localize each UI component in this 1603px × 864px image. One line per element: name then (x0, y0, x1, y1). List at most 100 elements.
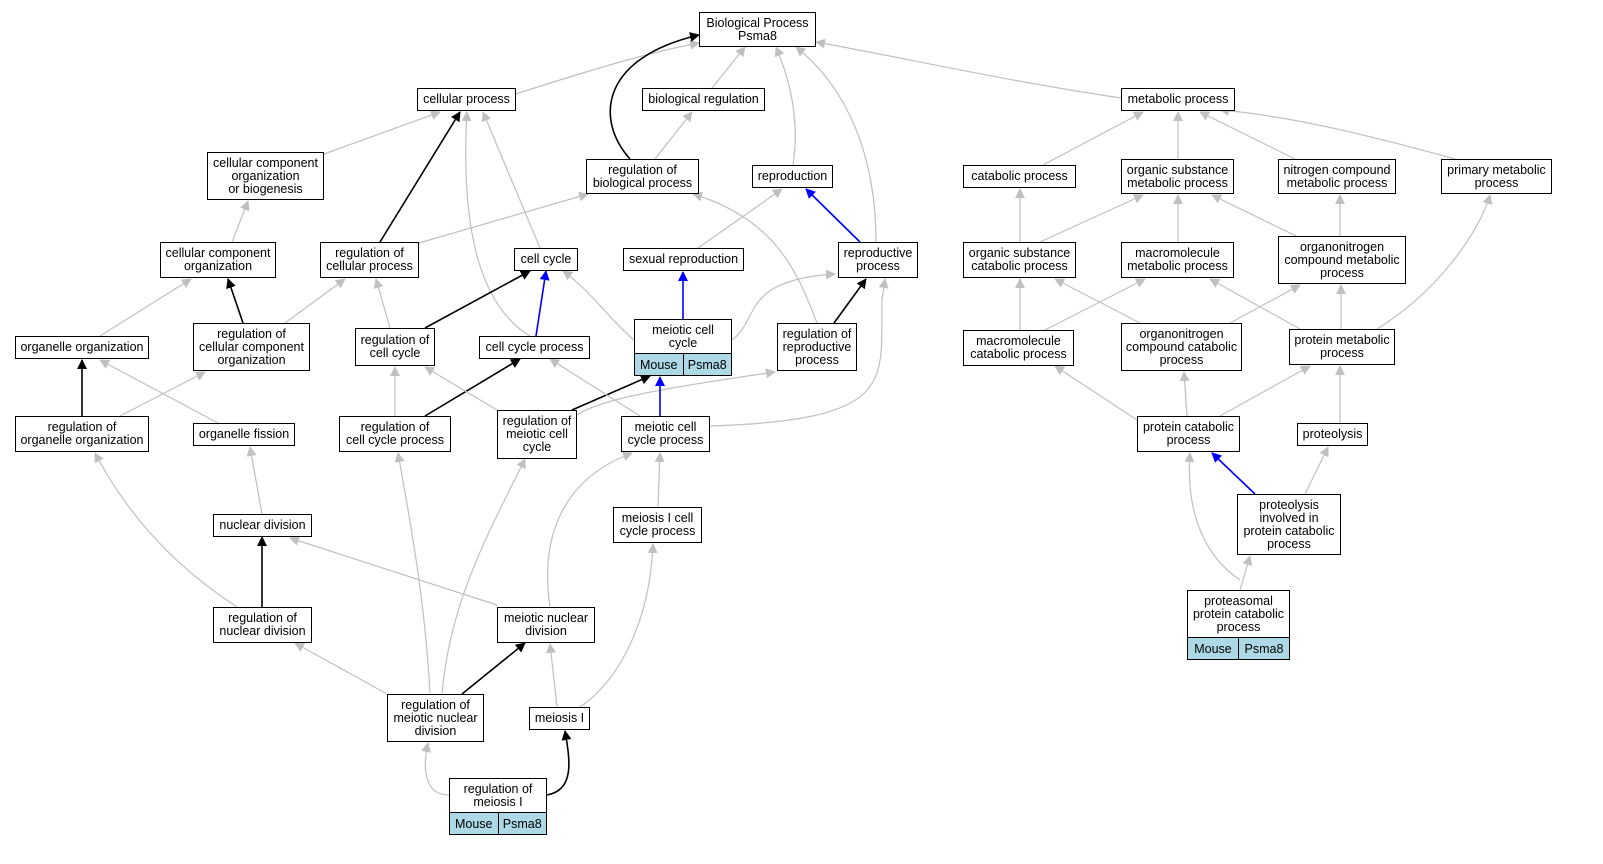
edge-onccp-to-oncmp (1229, 284, 1301, 324)
node-cell-cycle-process[interactable]: cell cycle process (479, 336, 590, 359)
node-protein-catabolic-process[interactable]: protein catabolic process (1137, 416, 1240, 452)
node-cell-cycle[interactable]: cell cycle (514, 248, 578, 271)
edge-metabolic-process-to-bp (815, 38, 1122, 99)
edge-cell-cycle-process-to-cell-cycle (535, 270, 550, 337)
node-reproductive-process[interactable]: reproductive process (838, 242, 918, 278)
edge-mccp-to-reproductive-process (709, 278, 889, 427)
edge-regulation-of-cellular-process-to-cellular-process (379, 111, 461, 243)
node-primary-metabolic-process[interactable]: primary metabolic process (1441, 159, 1552, 194)
node-label: meiosis I cell cycle process (619, 511, 696, 538)
edge-reg-cc-to-regulation-of-cellular-process (373, 278, 391, 329)
node-label: meiosis I (534, 711, 585, 725)
node-cellular-process[interactable]: cellular process (417, 88, 516, 111)
node-label: biological regulation (648, 92, 759, 106)
node-catabolic-process[interactable]: catabolic process (963, 165, 1076, 188)
node-meiosis-i[interactable]: meiosis I (529, 707, 590, 730)
node-proteolysis[interactable]: proteolysis (1297, 423, 1368, 446)
node-label: proteolysis involved in protein cataboli… (1243, 497, 1335, 551)
node-regulation-of-reproductive-process[interactable]: regulation of reproductive process (777, 323, 857, 371)
node-regulation-of-meiotic-cell-cycle[interactable]: regulation of meiotic cell cycle (497, 410, 577, 459)
edge-pipcp-to-protein-cp (1211, 452, 1256, 495)
node-label: cellular component organization (165, 246, 271, 273)
node-regulation-of-cellular-process[interactable]: regulation of cellular process (320, 242, 419, 278)
node-macromolecule-metabolic-process[interactable]: macromolecule metabolic process (1121, 242, 1234, 278)
node-sexual-reproduction[interactable]: sexual reproduction (623, 248, 744, 271)
node-regulation-of-cell-cycle-process[interactable]: regulation of cell cycle process (339, 416, 451, 452)
edge-sexual-reproduction-to-reproduction (697, 188, 783, 249)
node-label: protein catabolic process (1142, 420, 1235, 447)
node-label: regulation of meiosis I (463, 781, 533, 809)
node-regulation-of-nuclear-division[interactable]: regulation of nuclear division (213, 607, 312, 643)
node-label: regulation of meiotic nuclear division (393, 697, 478, 738)
node-regulation-of-biological-process[interactable]: regulation of biological process (586, 159, 699, 194)
edge-m1ccp-to-mccp (654, 452, 665, 508)
node-organonitrogen-compound-catabolic-process[interactable]: organonitrogen compound catabolic proces… (1121, 323, 1242, 371)
edge-mnd-to-mccp (547, 451, 633, 608)
node-regulation-of-organelle-organization[interactable]: regulation of organelle organization (15, 416, 149, 452)
node-meiosis-i-cell-cycle-process[interactable]: meiosis I cell cycle process (613, 507, 702, 543)
node-organonitrogen-compound-metabolic-process[interactable]: organonitrogen compound metabolic proces… (1278, 236, 1406, 284)
edge-reg-m1-to-meiosis1 (546, 730, 572, 796)
edge-reg-cco-to-cco (226, 278, 244, 324)
edge-protein-cp-to-mcp (1054, 365, 1138, 421)
edge-ccob-to-cellular-process (323, 110, 441, 155)
node-label: organic substance catabolic process (968, 246, 1071, 273)
node-regulation-of-cellular-component-organization[interactable]: regulation of cellular component organiz… (193, 323, 310, 371)
node-cellular-component-organization[interactable]: cellular component organization (160, 242, 276, 278)
node-regulation-of-cell-cycle[interactable]: regulation of cell cycle (355, 328, 435, 366)
node-label: regulation of cell cycle (360, 333, 430, 360)
edge-reg-m1-to-reg-mnd (421, 742, 450, 796)
edge-mnd-to-nuclear-div (289, 536, 498, 606)
node-nitrogen-compound-metabolic-process[interactable]: nitrogen compound metabolic process (1278, 159, 1396, 194)
node-organelle-fission[interactable]: organelle fission (193, 423, 295, 446)
node-reproduction[interactable]: reproduction (752, 165, 833, 188)
edge-mcc-to-reproductive-process (731, 269, 836, 341)
node-cellular-component-organization-or-biogenesis[interactable]: cellular component organization or bioge… (207, 152, 324, 200)
node-regulation-of-meiotic-nuclear-division[interactable]: regulation of meiotic nuclear division (387, 694, 484, 742)
node-label: reproduction (757, 169, 828, 183)
node-biological-process[interactable]: Biological Process Psma8 (699, 12, 816, 47)
edge-reg-mnd-to-mnd (461, 642, 526, 695)
edge-mcp-to-mmp (1044, 278, 1146, 331)
node-nuclear-division[interactable]: nuclear division (213, 514, 312, 537)
edge-reproductive-process-to-reproduction (805, 188, 861, 243)
node-label: metabolic process (1127, 92, 1229, 106)
edge-cell-cycle-process-to-cellular-process (461, 111, 531, 337)
node-label: meiotic nuclear division (503, 611, 589, 638)
node-label: primary metabolic process (1447, 162, 1546, 190)
edge-cco-to-ccob (231, 200, 250, 243)
node-organic-substance-metabolic-process[interactable]: organic substance metabolic process (1121, 159, 1234, 194)
node-biological-regulation[interactable]: biological regulation (642, 88, 765, 111)
node-label: organelle organization (20, 340, 144, 354)
node-label: cell cycle process (485, 340, 584, 354)
node-organic-substance-catabolic-process[interactable]: organic substance catabolic process (963, 242, 1076, 278)
node-meiotic-nuclear-division[interactable]: meiotic nuclear division (497, 607, 595, 643)
node-organelle-organization[interactable]: organelle organization (15, 336, 149, 359)
annotation-species: Mouse (454, 816, 493, 831)
edge-catabolic-to-metabolic-process (1042, 111, 1144, 166)
edge-ncmp-to-metabolic-process (1199, 111, 1296, 160)
edge-reproduction-to-bp (774, 46, 796, 166)
node-macromolecule-catabolic-process[interactable]: macromolecule catabolic process (963, 330, 1074, 366)
node-meiotic-cell-cycle-process[interactable]: meiotic cell cycle process (621, 416, 710, 452)
edge-organelle-org-to-cco (99, 278, 192, 337)
node-label: organonitrogen compound metabolic proces… (1284, 239, 1400, 280)
node-protein-metabolic-process[interactable]: protein metabolic process (1289, 329, 1395, 365)
edge-regulation-of-cellular-process-to-regulation-of-biological-process (418, 191, 589, 244)
node-label: cellular component organization or bioge… (213, 155, 318, 196)
edge-nuclear-div-to-organelle-fission (246, 446, 263, 515)
node-label: regulation of nuclear division (219, 611, 306, 638)
node-proteolysis-involved-in-protein-catabolic-process[interactable]: proteolysis involved in protein cataboli… (1237, 494, 1341, 555)
edge-reg-rp-to-reproductive-process (833, 278, 867, 324)
node-metabolic-process[interactable]: metabolic process (1121, 88, 1235, 111)
edge-protein-metabolic-to-pmp (1376, 194, 1493, 330)
node-label: nitrogen compound metabolic process (1283, 162, 1391, 190)
node-label: regulation of cellular component organiz… (199, 326, 304, 367)
edge-reg-mcc-to-reg-rp (576, 368, 776, 416)
